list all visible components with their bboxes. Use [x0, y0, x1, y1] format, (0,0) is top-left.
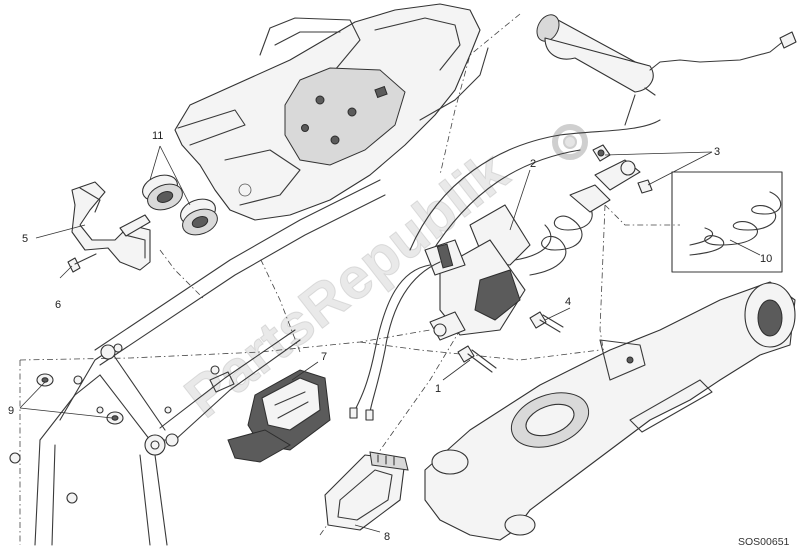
grommet-11-a [142, 174, 183, 211]
mount-nut-3-b [637, 179, 653, 194]
frame-tubes [9, 179, 386, 546]
swingarm [424, 281, 796, 541]
leader-lines [19, 145, 761, 533]
grommet-11-b [180, 198, 218, 236]
callout-1: 1 [435, 383, 441, 395]
bolt-1 [457, 345, 497, 373]
shock-wiring [349, 261, 441, 421]
cover-7 [227, 369, 331, 463]
reservoir [536, 14, 797, 126]
bolt-4 [529, 311, 564, 333]
callout-11: 11 [152, 130, 163, 142]
callout-2: 2 [530, 158, 536, 170]
gear-icon [552, 124, 588, 160]
drawing-code: SOS00651 [738, 536, 790, 548]
callout-9: 9 [8, 405, 14, 417]
washer-9-b [106, 411, 124, 425]
callout-4: 4 [565, 296, 571, 308]
clamp-bracket [71, 181, 151, 271]
spring-detail-10 [671, 171, 783, 273]
callout-10: 10 [760, 253, 772, 265]
mount-nut-3-a [592, 144, 611, 162]
screw-6 [67, 253, 97, 273]
callout-5: 5 [22, 233, 28, 245]
callout-6: 6 [55, 299, 61, 311]
control-unit-8 [324, 451, 409, 531]
washer-9-a [36, 373, 54, 387]
callout-7: 7 [321, 351, 327, 363]
shock-absorber-2 [409, 119, 661, 341]
callout-3: 3 [714, 146, 720, 158]
callout-8: 8 [384, 531, 390, 543]
rear-subframe [174, 3, 489, 221]
